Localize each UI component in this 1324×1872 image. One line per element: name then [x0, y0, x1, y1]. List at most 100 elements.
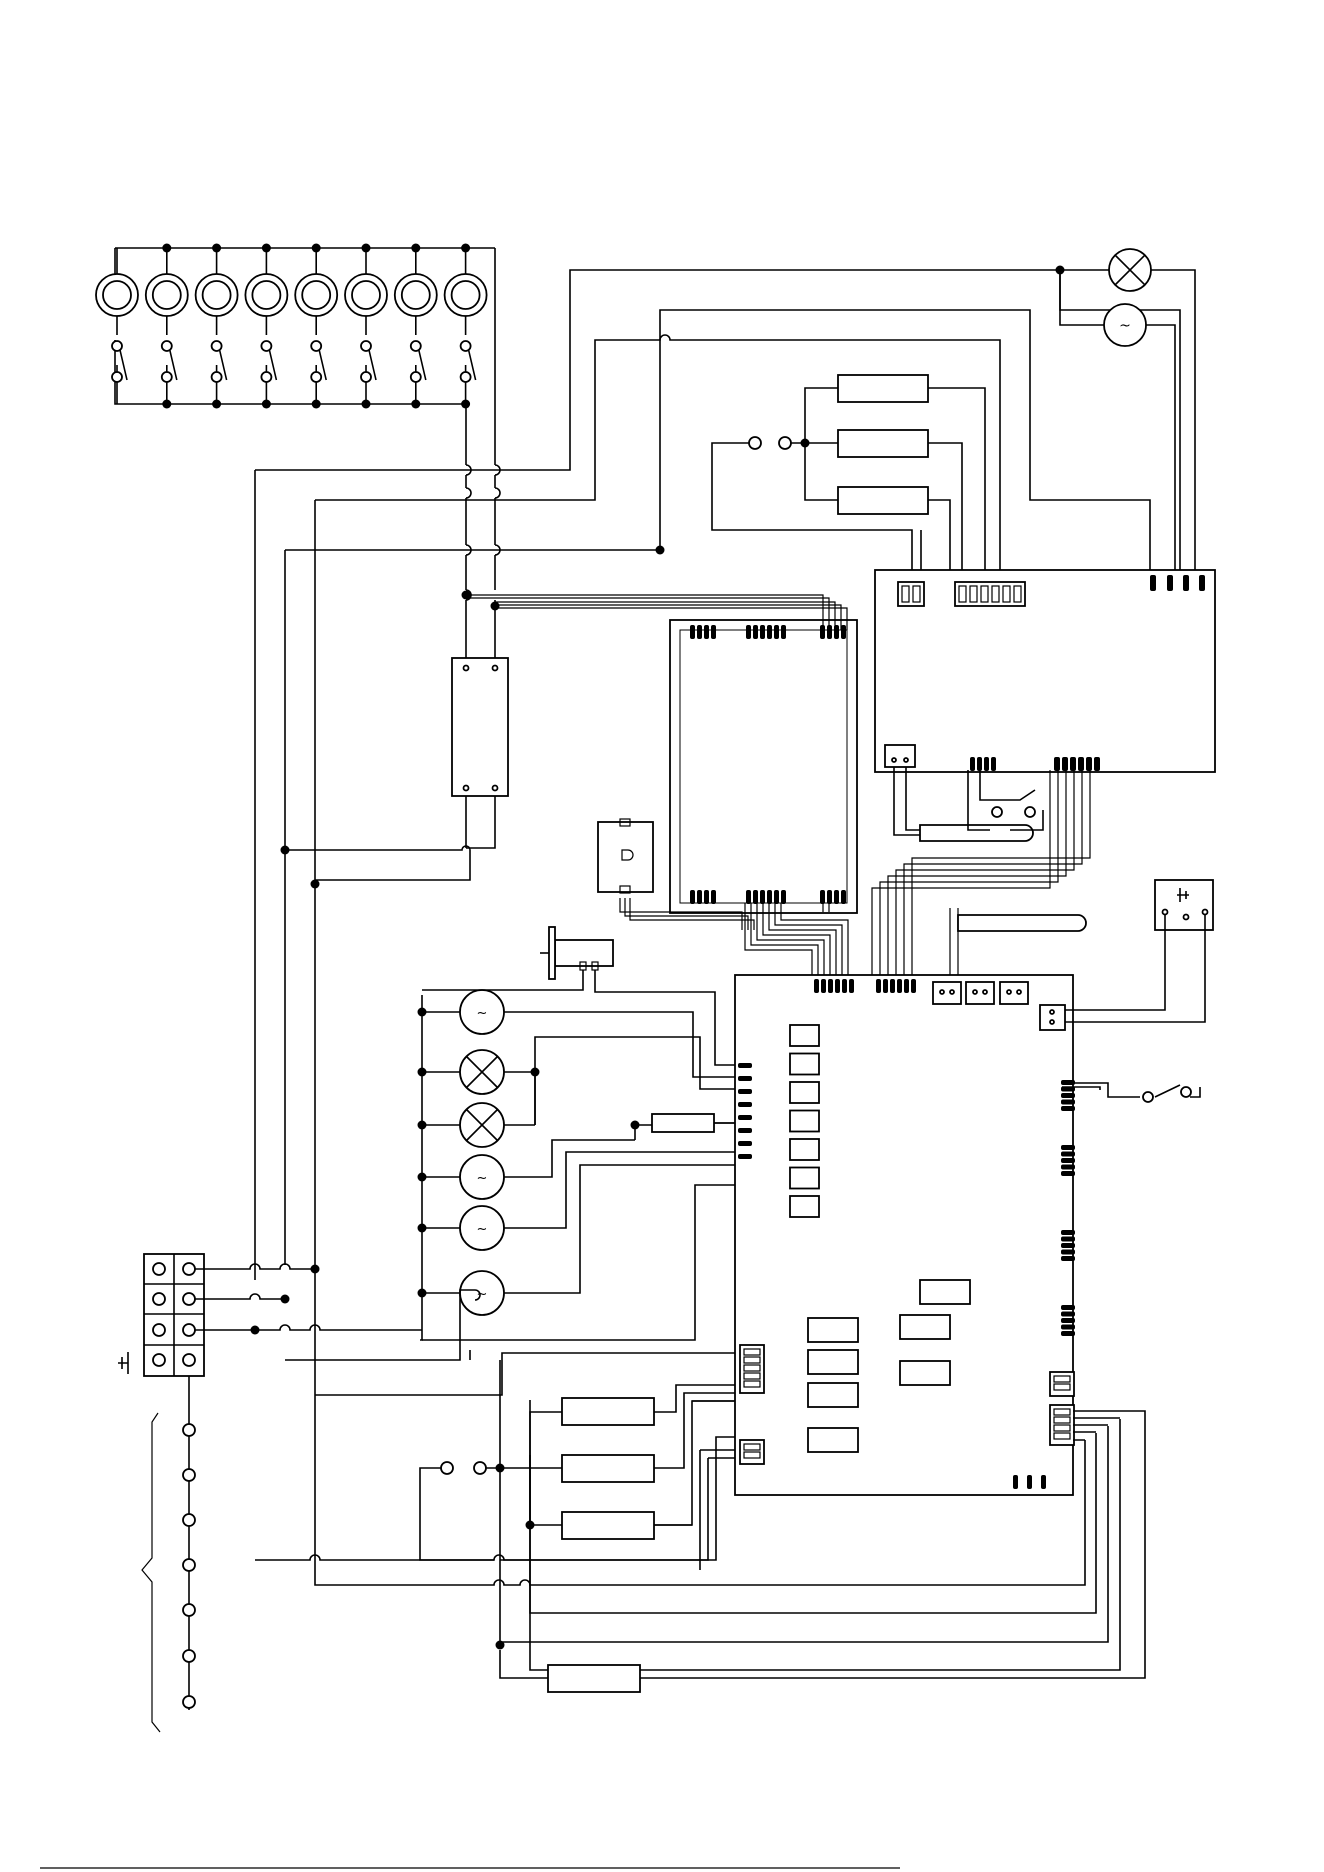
relay-box — [900, 1315, 950, 1339]
resistor-icon — [838, 487, 928, 514]
wire — [504, 1152, 735, 1228]
pin — [738, 1115, 752, 1120]
pin — [1061, 1325, 1075, 1330]
switch-icon — [212, 341, 222, 351]
relay-box — [790, 1196, 819, 1217]
pin — [738, 1102, 752, 1107]
pin — [774, 890, 779, 904]
pin — [1041, 1475, 1046, 1489]
pin — [1086, 757, 1092, 771]
pin — [738, 1063, 752, 1068]
pin — [984, 757, 989, 771]
pin — [711, 625, 716, 639]
pin — [827, 890, 832, 904]
pin — [911, 979, 916, 993]
relay-box — [790, 1082, 819, 1103]
middle-control-board — [462, 591, 858, 914]
pin — [849, 979, 854, 993]
svg-text:~: ~ — [1119, 318, 1131, 334]
pin — [977, 757, 982, 771]
pin — [746, 625, 751, 639]
terminal-block-icon — [118, 1254, 422, 1732]
pin — [842, 979, 847, 993]
switch-icon — [162, 341, 172, 351]
terminal-point — [183, 1469, 195, 1481]
resistor-icon — [562, 1512, 654, 1539]
pin — [897, 979, 902, 993]
svg-text:~: ~ — [477, 1006, 488, 1021]
pin — [1061, 1106, 1075, 1111]
terminal-point — [183, 1604, 195, 1616]
pin — [1061, 1305, 1075, 1310]
terminal-point — [183, 1514, 195, 1526]
pin — [738, 1128, 752, 1133]
relay-box — [920, 1280, 970, 1304]
resistor-icon — [652, 1114, 714, 1132]
relay-box — [790, 1168, 819, 1189]
resistor-icon — [548, 1665, 640, 1692]
pin — [1199, 575, 1205, 591]
terminal-point — [183, 1650, 195, 1662]
left-loads: ~~~~ — [418, 927, 736, 1340]
pin — [1061, 1230, 1075, 1235]
pin — [767, 625, 772, 639]
resistor-icon — [838, 430, 928, 457]
connector — [966, 982, 994, 1004]
pin — [774, 625, 779, 639]
pin — [1167, 575, 1173, 591]
pin — [1013, 1475, 1018, 1489]
pin — [828, 979, 833, 993]
wire — [422, 1185, 735, 1340]
load-2 — [418, 1050, 505, 1094]
pin — [738, 1154, 752, 1159]
relay-box — [790, 1139, 819, 1160]
pin — [835, 979, 840, 993]
thermostat-probe-icon — [920, 825, 1033, 841]
connector — [1000, 982, 1028, 1004]
relay-box — [808, 1428, 858, 1452]
pin — [1061, 1100, 1075, 1105]
motor-icon: ~ — [1104, 304, 1146, 346]
upper-right-control-board — [875, 570, 1215, 841]
pin — [781, 625, 786, 639]
hotplate-8 — [445, 244, 487, 409]
side-switch — [1062, 1083, 1200, 1102]
wire — [504, 1037, 735, 1089]
pin — [814, 979, 819, 993]
pin — [1078, 757, 1084, 771]
pin — [1061, 1171, 1075, 1176]
hotplate-bank — [96, 244, 495, 461]
switch-icon — [311, 341, 321, 351]
pin — [1062, 757, 1068, 771]
pin — [883, 979, 888, 993]
pin — [704, 625, 709, 639]
pin — [1094, 757, 1100, 771]
pin — [1061, 1165, 1075, 1170]
connector — [933, 982, 961, 1004]
load-3 — [418, 1103, 505, 1147]
pin — [1150, 575, 1156, 591]
hotplate-3 — [196, 244, 238, 409]
switch-icon — [461, 341, 471, 351]
pin — [746, 890, 751, 904]
pin — [753, 890, 758, 904]
pin — [841, 625, 846, 639]
pin — [1061, 1152, 1075, 1157]
pin — [1027, 1475, 1032, 1489]
hotplate-6 — [345, 244, 387, 409]
pin — [1054, 757, 1060, 771]
resistor-icon — [562, 1455, 654, 1482]
hotplate-1 — [96, 248, 138, 404]
thermostat-probe-icon — [958, 915, 1086, 931]
connector-2pin-bottom — [885, 745, 915, 767]
hotplate-5 — [295, 244, 337, 409]
terminal-point — [183, 1696, 195, 1708]
pin — [1061, 1331, 1075, 1336]
relay-box — [790, 1111, 819, 1132]
switch-icon — [411, 341, 421, 351]
pin — [767, 890, 772, 904]
top-resistor-group — [712, 375, 985, 590]
pin — [890, 979, 895, 993]
pin — [1070, 757, 1076, 771]
